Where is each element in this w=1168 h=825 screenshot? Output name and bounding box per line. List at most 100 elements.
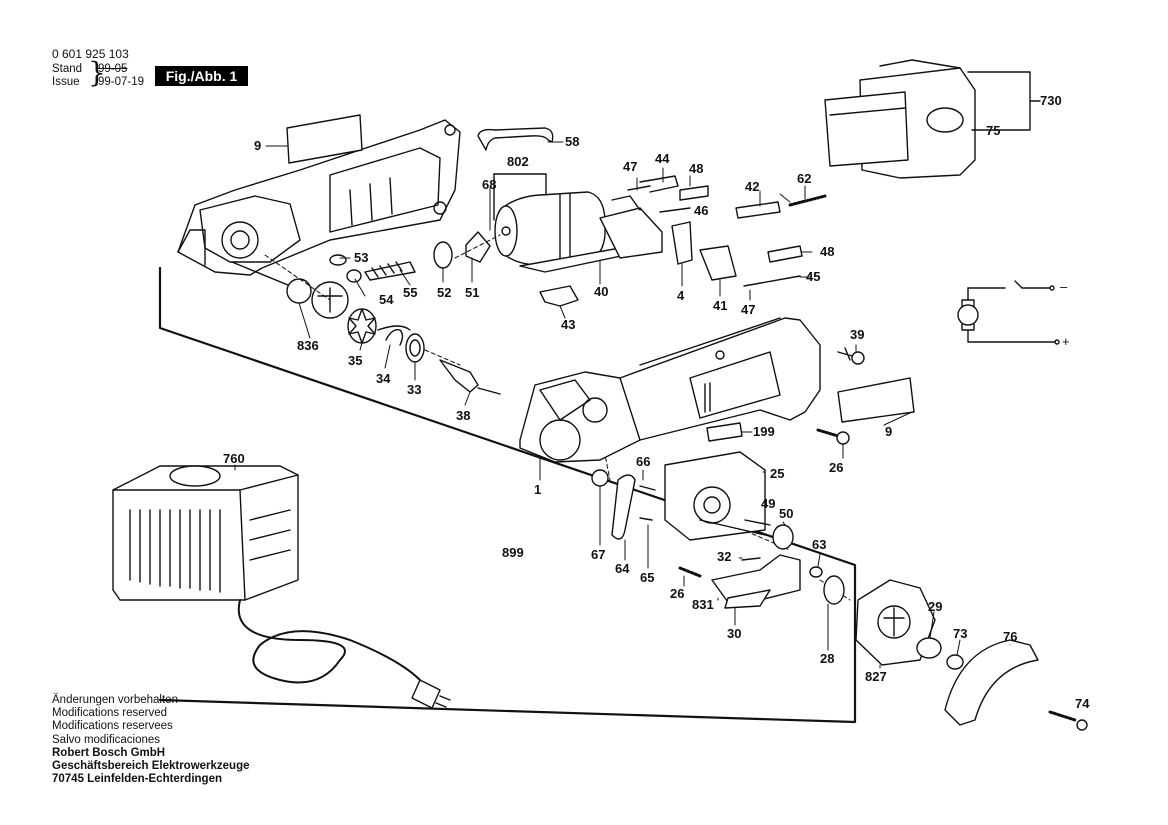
footer-line: Änderungen vorbehalten [52,694,178,706]
part-label-45: 45 [806,269,821,284]
part-label-67: 67 [591,547,606,562]
part-label-730: 730 [1040,93,1062,108]
company-name: Robert Bosch GmbH [52,746,166,759]
label-leaders [234,129,1011,669]
clip-part [477,127,554,151]
part-label-48-top: 48 [689,161,704,176]
part-label-831: 831 [692,597,714,612]
part-label-836: 836 [297,338,319,353]
screw-26a [816,428,840,438]
label-plate-199 [706,422,743,442]
pin-45 [743,275,801,287]
part-label-55: 55 [403,285,418,300]
pin-46 [659,207,691,213]
part-label-802: 802 [507,154,529,169]
part-label-76: 76 [1003,629,1018,644]
part-label-73: 73 [953,626,968,641]
part-label-53: 53 [354,250,369,265]
part-label-35: 35 [348,353,363,368]
schematic-plus: + [1062,334,1070,349]
date-new: 99-07-19 [98,76,145,88]
part-label-47-right: 47 [741,302,756,317]
part-label-54: 54 [379,292,394,307]
part-label-33: 33 [407,382,422,397]
stand-issue-labels: Stand Issue [52,63,82,89]
part-label-58: 58 [565,134,580,149]
label-plate-right [837,377,915,423]
part-label-9-right: 9 [885,424,893,439]
circuit-schematic [957,280,1060,345]
cover-48b [767,245,803,263]
part-label-38: 38 [456,408,471,423]
company-address: 70745 Leinfelden-Echterdingen [52,773,222,786]
fan [465,231,491,263]
part-label-44: 44 [655,151,670,166]
part-label-32: 32 [717,549,732,564]
footer-line: Salvo modificaciones [52,733,161,746]
spring-44 [627,175,679,193]
figure-badge: Fig./Abb. 1 [155,66,248,86]
part-label-9-top: 9 [254,138,262,153]
part-label-75: 75 [986,123,1001,138]
part-label-34: 34 [376,371,391,386]
brace-icon: } [88,56,106,89]
slider-42 [735,201,781,219]
bracket-802-line [493,173,547,196]
part-label-41: 41 [713,298,728,313]
part-label-26-bottom: 26 [670,586,685,601]
gear-head-assembly [591,451,1088,731]
part-label-74: 74 [1075,696,1090,711]
part-label-46: 46 [694,203,709,218]
switch-assembly [519,195,663,307]
cover-48a [679,185,709,201]
part-label-47-top: 47 [623,159,638,174]
part-label-1: 1 [534,482,542,497]
part-label-62: 62 [797,171,812,186]
part-label-49: 49 [761,496,776,511]
battery-pack [824,59,976,179]
bracket-730 [967,71,1031,131]
part-label-26-right: 26 [829,460,844,475]
part-label-50: 50 [779,506,794,521]
part-label-48-right: 48 [820,244,835,259]
part-label-66: 66 [636,454,651,469]
schematic-minus: – [1060,279,1068,294]
part-label-29: 29 [928,599,943,614]
spring-62 [788,194,827,207]
part-label-52: 52 [437,285,452,300]
part-label-39: 39 [850,327,865,342]
holder-41 [699,245,737,281]
motor [494,191,606,266]
part-label-64: 64 [615,561,630,576]
part-label-4: 4 [677,288,685,303]
main-housing [519,317,821,463]
charger [112,465,451,709]
part-label-65: 65 [640,570,655,585]
document-number: 0 601 925 103 [52,47,129,61]
part-label-28: 28 [820,651,835,666]
part-label-68: 68 [482,177,497,192]
footer-line: Modifications reservees [52,720,173,733]
part-label-51: 51 [465,285,480,300]
screw-39 [837,347,853,361]
part-label-63: 63 [812,537,827,552]
contact-4 [671,221,693,265]
part-label-827: 827 [865,669,887,684]
assembly-boundary-line [158,266,857,724]
part-label-40: 40 [594,284,609,299]
housing-half-left [177,119,461,276]
gear-train [231,241,501,395]
part-label-25: 25 [770,466,785,481]
issue-label: Issue [52,76,80,88]
part-label-30: 30 [727,626,742,641]
part-label-899: 899 [502,545,524,560]
part-label-199: 199 [753,424,775,439]
date-old: 99-05 [98,63,128,75]
stand-label: Stand [52,63,83,75]
footer-line: Modifications reserved [52,707,168,720]
part-label-760: 760 [223,451,245,466]
part-label-43: 43 [561,317,576,332]
company-division: Geschäftsbereich Elektrowerkzeuge [52,760,250,773]
